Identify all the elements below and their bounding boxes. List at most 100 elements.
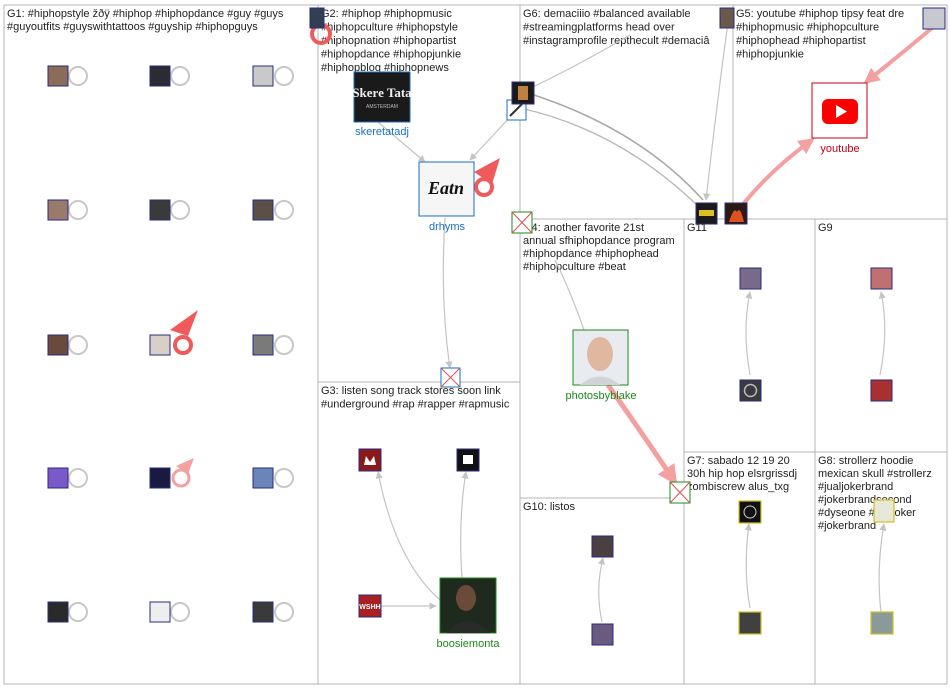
node-thumbnail[interactable] [252, 601, 274, 623]
self-loop [68, 200, 88, 220]
node-missing-image[interactable] [440, 367, 461, 388]
logo-text: Eatn [427, 178, 464, 198]
edge-g4 [554, 259, 585, 331]
node-drhyms[interactable]: Eatn [418, 161, 475, 217]
node-thumbnail[interactable] [738, 611, 762, 635]
loop-arrowhead [474, 158, 500, 184]
node-thumbnail[interactable] [47, 601, 69, 623]
node-label-youtube: youtube [820, 143, 859, 155]
self-loop [274, 200, 294, 220]
group-title-g6: G6: demaciiio #balanced available #strea… [523, 8, 710, 47]
node-thumbnail[interactable] [252, 334, 274, 356]
edge-g3-b [460, 471, 469, 579]
node-thumbnail[interactable] [358, 448, 382, 472]
play-icon [836, 105, 847, 118]
self-loop [274, 468, 294, 488]
node-label-skeretatadj: skeretatadj [355, 126, 409, 138]
node-missing-image[interactable] [669, 481, 691, 504]
node-thumbnail-detail [699, 210, 714, 216]
node-thumbnail[interactable] [922, 7, 946, 30]
self-loop-highlight [474, 177, 494, 197]
edge-g5-node [703, 21, 729, 201]
node-thumbnail[interactable] [873, 499, 895, 523]
g2-nodes: Skere Tata AMSTERDAM skeretatadj Eatn dr… [309, 7, 527, 388]
g5-nodes: youtube [719, 7, 946, 225]
node-label-drhyms: drhyms [429, 221, 466, 233]
g11-g9-nodes [739, 267, 893, 402]
group-boxes [3, 4, 948, 685]
loop-arrowhead [176, 458, 194, 474]
self-loop [274, 66, 294, 86]
node-thumbnail-detail [518, 86, 528, 100]
node-thumbnail[interactable] [252, 467, 274, 489]
edge-g6-cross [519, 107, 701, 209]
node-missing-image[interactable] [511, 211, 533, 234]
node-thumbnail[interactable] [870, 379, 893, 402]
node-thumbnail[interactable] [309, 7, 325, 29]
node-thumbnail[interactable] [739, 379, 762, 402]
group-box-g8 [814, 451, 948, 685]
node-youtube[interactable] [811, 82, 868, 139]
g10-nodes [591, 535, 614, 646]
node-thumbnail[interactable] [149, 65, 171, 87]
edge-youtube-secondary [863, 26, 934, 84]
edges [375, 21, 887, 623]
edge-g11 [745, 291, 753, 376]
self-loop [68, 468, 88, 488]
node-label-boosiemonta: boosiemonta [437, 638, 501, 650]
node-thumbnail[interactable] [149, 334, 171, 356]
g6-nodes [511, 81, 718, 225]
g1-nodes [47, 65, 274, 623]
wshh-logo-text: WSHH [359, 604, 380, 611]
group-box-g9 [814, 218, 948, 453]
node-thumbnail[interactable] [358, 594, 382, 618]
self-loop [274, 335, 294, 355]
group-box-g11 [683, 218, 816, 453]
node-thumbnail-detail [463, 455, 473, 464]
node-thumbnail-detail [729, 209, 744, 222]
group-title-g8: G8: strollerz hoodie mexican skull #stro… [818, 455, 935, 532]
g7-nodes [738, 500, 762, 635]
node-thumbnail[interactable] [591, 535, 614, 558]
node-thumbnail[interactable] [47, 334, 69, 356]
node-thumbnail[interactable] [252, 199, 274, 221]
node-thumbnail-mark [509, 103, 523, 117]
node-thumbnail[interactable] [149, 467, 171, 489]
group-title-g3: G3: listen song track stores soon link #… [321, 385, 510, 411]
node-thumbnail[interactable] [870, 611, 894, 635]
node-thumbnail[interactable] [738, 500, 762, 524]
node-thumbnail[interactable] [47, 65, 69, 87]
edge-g7 [744, 523, 752, 609]
self-loops [68, 66, 294, 622]
avatar-shoulders [446, 621, 490, 633]
group-titles: G1: #hiphopstyle žðÿ #hiphop #hiphopdanc… [7, 8, 935, 532]
g3-nodes: WSHH boosiemonta [358, 448, 501, 650]
self-loops-red [171, 23, 494, 488]
node-thumbnail[interactable] [719, 7, 735, 29]
node-thumbnail[interactable] [870, 267, 893, 290]
node-skeretatadj[interactable]: Skere Tata AMSTERDAM [352, 71, 412, 123]
node-thumbnail[interactable] [591, 623, 614, 646]
node-thumbnail[interactable] [739, 267, 762, 290]
node-thumbnail[interactable] [252, 65, 274, 87]
group-title-g1: G1: #hiphopstyle žðÿ #hiphop #hiphopdanc… [7, 8, 287, 33]
node-thumbnail[interactable] [47, 467, 69, 489]
edges-highlight [605, 26, 934, 486]
group-title-g9: G9 [818, 222, 833, 234]
node-label-photosbyblake: photosbyblake [566, 390, 637, 402]
crown-icon [364, 456, 376, 465]
self-loop [170, 200, 190, 220]
group-box-g10 [519, 497, 685, 685]
node-thumbnail[interactable] [149, 601, 171, 623]
node-thumbnail[interactable] [149, 199, 171, 221]
self-loop [170, 66, 190, 86]
node-thumbnail[interactable] [47, 199, 69, 221]
edge-g10 [597, 557, 605, 623]
self-loop [170, 602, 190, 622]
edge-g3-a [375, 471, 441, 601]
group-title-g2: G2: #hiphop #hiphopmusic #hiphopculture … [321, 8, 464, 74]
node-photosbyblake[interactable] [572, 329, 629, 386]
self-loop [68, 602, 88, 622]
node-boosiemonta[interactable] [439, 577, 497, 634]
